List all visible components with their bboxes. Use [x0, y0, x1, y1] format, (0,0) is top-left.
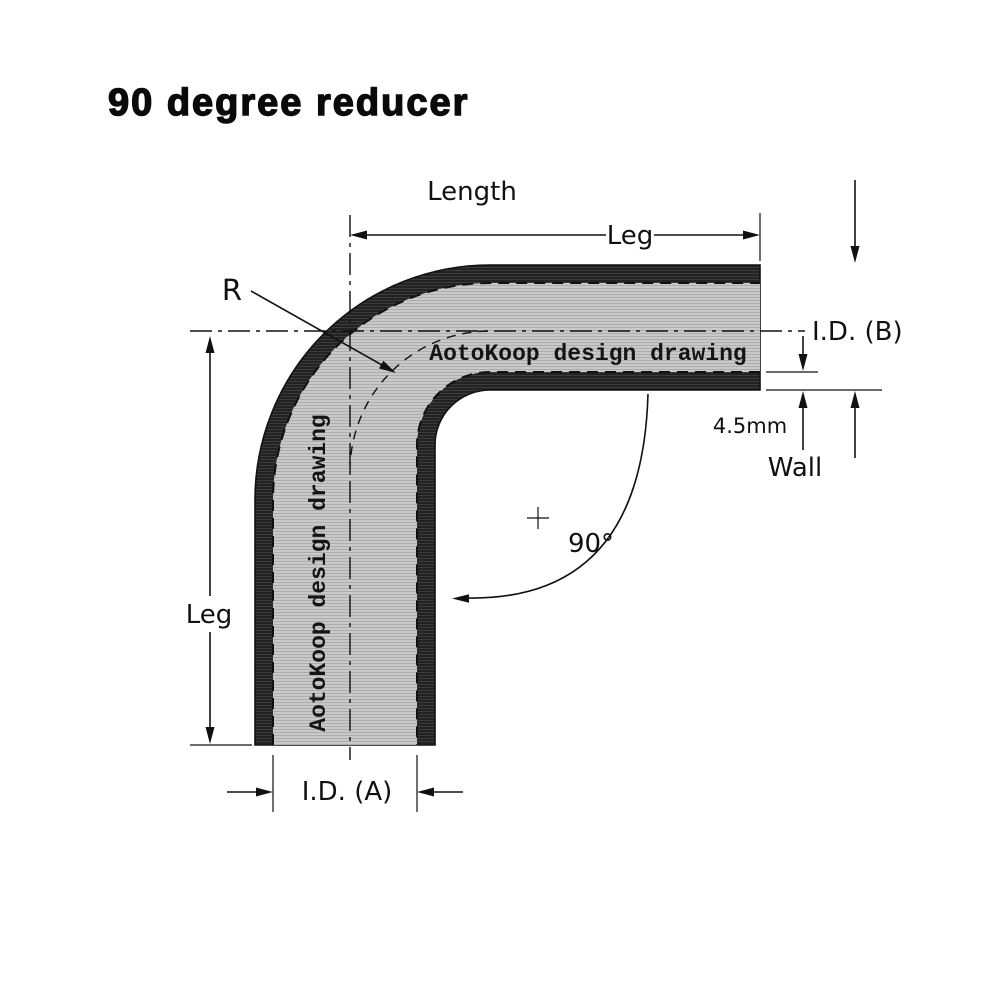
arrowhead-down-left — [205, 727, 215, 744]
dimension-top-leg: Length Leg — [350, 177, 761, 261]
pipe-interior — [273, 283, 760, 745]
arrowhead-right — [743, 230, 760, 240]
label-id-a: I.D. (A) — [302, 777, 393, 807]
label-length: Length — [427, 177, 517, 207]
label-angle: 90° — [568, 529, 614, 559]
arrowhead-radius — [379, 360, 396, 373]
arrowhead-up-wall — [798, 391, 808, 408]
label-leg-left: Leg — [186, 600, 233, 630]
label-leg-top: Leg — [607, 221, 654, 251]
page-title: 90 degree reducer — [108, 82, 469, 124]
dimension-radius: R — [222, 273, 396, 373]
arrowhead-up-left — [205, 336, 215, 353]
watermark-vertical: AotoKoop design drawing — [306, 414, 332, 731]
arrowhead-up-bottom — [850, 391, 860, 408]
watermark-horizontal: AotoKoop design drawing — [429, 341, 746, 367]
label-radius: R — [222, 273, 242, 307]
inner-surface-dashed-outer — [272, 282, 760, 745]
label-id-b: I.D. (B) — [812, 317, 903, 347]
label-wall-value: 4.5mm — [713, 414, 787, 438]
dimension-wall: 4.5mm Wall — [713, 336, 822, 483]
arrowhead-down-wall — [798, 354, 808, 371]
dimension-id-b: I.D. (B) — [766, 180, 903, 458]
arrowhead-left-ida — [417, 787, 434, 797]
arrowhead-left — [350, 230, 367, 240]
dimension-angle: 90° — [452, 393, 649, 603]
arrowhead-right-ida — [256, 787, 273, 797]
arrowhead-angle — [452, 594, 469, 603]
label-wall: Wall — [768, 453, 822, 483]
inner-surface-dashed-inner — [416, 371, 760, 745]
dimension-id-a: I.D. (A) — [227, 755, 463, 812]
dimension-left-leg: Leg — [186, 336, 252, 746]
arrowhead-down-top — [850, 246, 860, 263]
